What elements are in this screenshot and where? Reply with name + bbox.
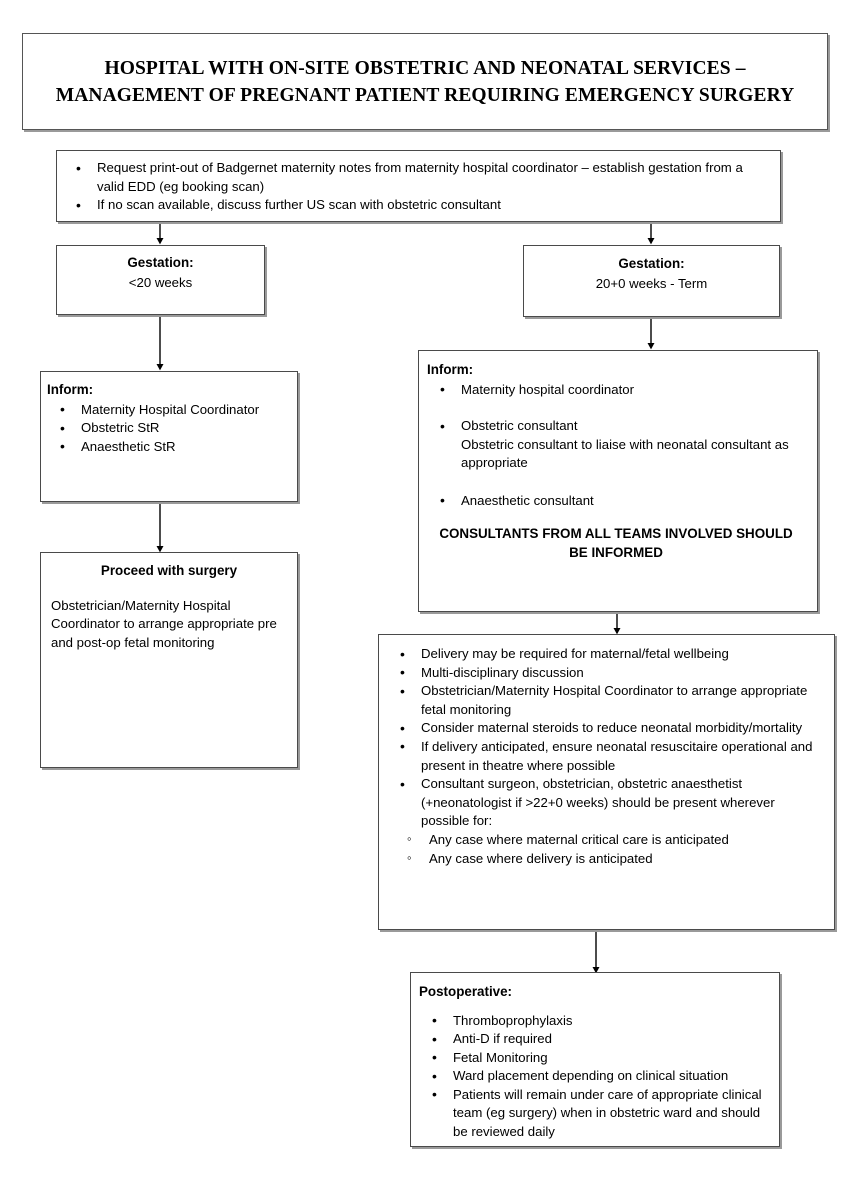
list-item: Ward placement depending on clinical sit… [419, 1067, 769, 1086]
list-item: Delivery may be required for maternal/fe… [387, 645, 824, 664]
list-item: Request print-out of Badgernet maternity… [63, 158, 770, 196]
delivery-sub-bullet-list: Any case where maternal critical care is… [387, 830, 824, 869]
list-item: Anti-D if required [419, 1030, 769, 1049]
intake-bullet-list: Request print-out of Badgernet maternity… [63, 158, 770, 215]
list-item: Fetal Monitoring [419, 1048, 769, 1068]
proceed-with-surgery-box: Proceed with surgery Obstetrician/Matern… [40, 552, 298, 768]
gestation-left-heading: Gestation: [127, 255, 194, 270]
delivery-bullet-list: Delivery may be required for maternal/fe… [387, 645, 824, 831]
delivery-management-box: Delivery may be required for maternal/fe… [378, 634, 835, 930]
list-item: Consider maternal steroids to reduce neo… [387, 719, 824, 738]
list-item: Multi-disciplinary discussion [387, 663, 824, 683]
page-title: HOSPITAL WITH ON-SITE OBSTETRIC AND NEON… [55, 57, 795, 106]
inform-right-emphasis: CONSULTANTS FROM ALL TEAMS INVOLVED SHOU… [439, 526, 793, 560]
list-item: If no scan available, discuss further US… [63, 196, 770, 215]
list-item: If delivery anticipated, ensure neonatal… [387, 737, 824, 775]
list-item: Patients will remain under care of appro… [419, 1085, 769, 1142]
list-item: Maternity Hospital Coordinator [47, 400, 289, 420]
postoperative-heading: Postoperative: [419, 984, 513, 999]
inform-left-bullet-list: Maternity Hospital Coordinator Obstetric… [47, 400, 289, 457]
page-title-box: HOSPITAL WITH ON-SITE OBSTETRIC AND NEON… [22, 33, 828, 130]
list-item: Obstetric consultant Obstetric consultan… [427, 417, 805, 473]
gestation-left-value: <20 weeks [128, 274, 193, 290]
list-item: Maternity hospital coordinator [427, 380, 805, 400]
list-item: Consultant surgeon, obstetrician, obstet… [387, 775, 824, 831]
postoperative-bullet-list: Thromboprophylaxis Anti-D if required Fe… [419, 1011, 769, 1142]
proceed-heading: Proceed with surgery [100, 563, 238, 578]
inform-left-heading: Inform: [47, 382, 94, 397]
list-item: Any case where maternal critical care is… [387, 830, 824, 850]
proceed-body: Obstetrician/Maternity Hospital Coordina… [51, 597, 277, 650]
list-item: Anaesthetic consultant [427, 491, 805, 511]
inform-right-heading: Inform: [427, 362, 474, 377]
gestation-right-box: Gestation: 20+0 weeks - Term [523, 245, 780, 317]
gestation-left-box: Gestation: <20 weeks [56, 245, 265, 315]
list-item: Thromboprophylaxis [419, 1011, 769, 1031]
list-item: Obstetric StR [47, 419, 289, 438]
gestation-right-value: 20+0 weeks - Term [595, 275, 708, 291]
list-item: Any case where delivery is anticipated [387, 849, 824, 869]
postoperative-box: Postoperative: Thromboprophylaxis Anti-D… [410, 972, 780, 1147]
list-item: Anaesthetic StR [47, 437, 289, 457]
inform-right-bullet-list: Maternity hospital coordinator Obstetric… [427, 380, 805, 511]
inform-right-box: Inform: Maternity hospital coordinator O… [418, 350, 818, 612]
gestation-right-heading: Gestation: [618, 256, 685, 271]
intake-box: Request print-out of Badgernet maternity… [56, 150, 781, 222]
inform-left-box: Inform: Maternity Hospital Coordinator O… [40, 371, 298, 502]
list-item: Obstetrician/Maternity Hospital Coordina… [387, 682, 824, 719]
